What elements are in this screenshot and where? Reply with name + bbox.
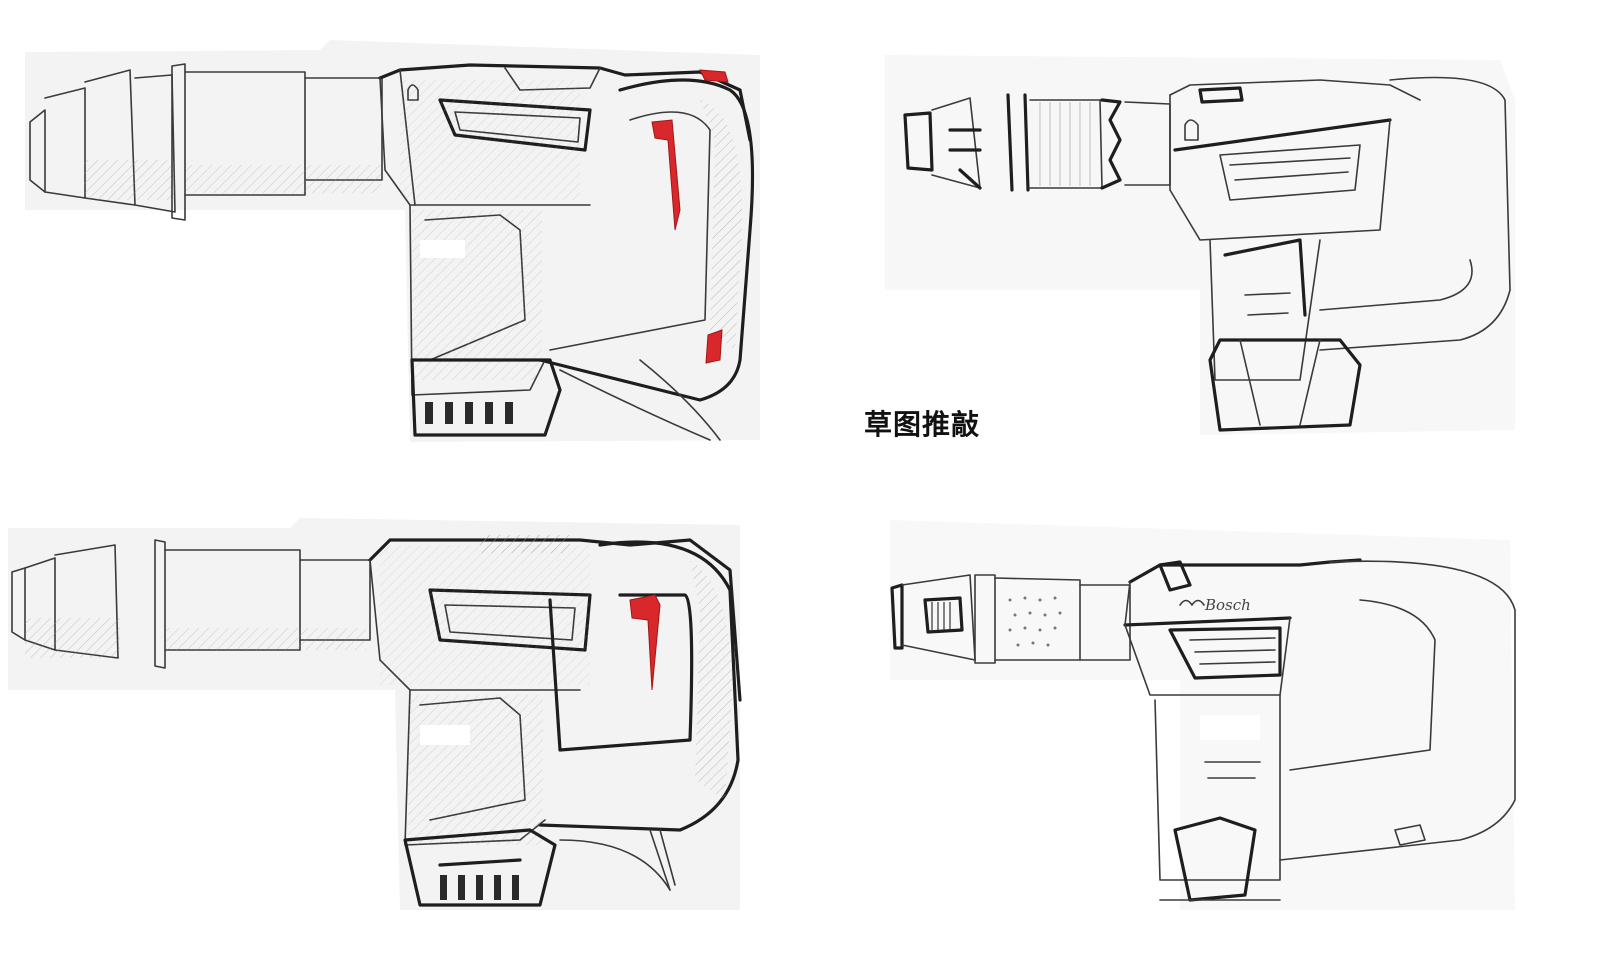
grip-body	[1154, 694, 1281, 881]
handle-top-tip	[699, 69, 729, 83]
nose-cone	[890, 574, 976, 661]
battery-pack	[1159, 816, 1281, 902]
sketch-bottom-left	[8, 518, 742, 910]
sketch-top-right	[885, 55, 1515, 435]
bottom-vents	[403, 828, 557, 907]
collar-rings	[1006, 93, 1171, 192]
grip-body	[409, 204, 546, 396]
bottom-vents	[410, 358, 562, 437]
chuck	[29, 69, 176, 213]
sketch-top-left	[25, 40, 760, 442]
d-handle	[1279, 560, 1516, 861]
motor-head	[1169, 79, 1421, 241]
caption-sketch-refinement: 草图推敲	[864, 408, 981, 441]
grip-body	[1209, 238, 1321, 381]
d-handle	[538, 540, 740, 832]
battery-pack	[1208, 338, 1362, 432]
nose-cone	[903, 97, 982, 190]
d-handle	[1319, 76, 1511, 351]
trigger	[629, 594, 661, 691]
brand-handwriting: Bosch	[1204, 596, 1251, 614]
handle-rear-button	[705, 329, 723, 364]
motor-head	[368, 535, 742, 702]
d-handle	[538, 69, 755, 402]
barrel	[171, 63, 383, 221]
sketch-bottom-right: Bosch	[890, 520, 1516, 910]
barrel	[974, 574, 1131, 664]
motor-head	[378, 63, 752, 206]
trigger	[651, 119, 681, 231]
grip-body	[404, 689, 546, 846]
grip-dots	[1008, 596, 1062, 647]
barrel	[154, 539, 371, 669]
chuck	[11, 544, 120, 659]
